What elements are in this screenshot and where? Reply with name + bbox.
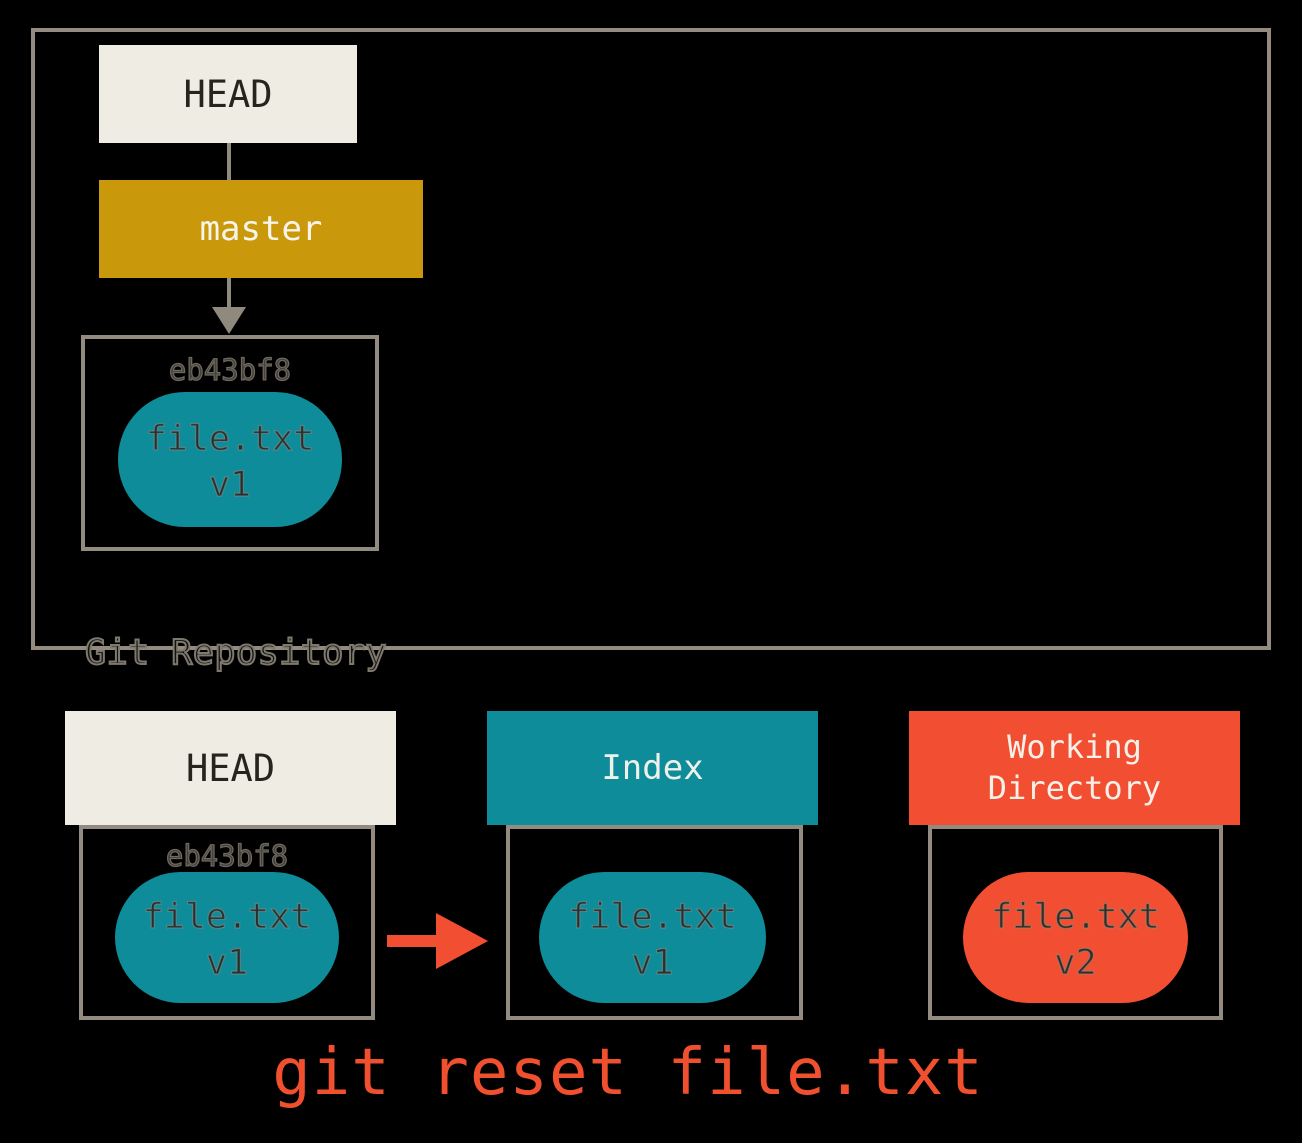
command-caption: git reset file.txt xyxy=(272,1036,984,1110)
head-area-header: HEAD xyxy=(65,711,396,825)
index-area-header: Index xyxy=(487,711,818,825)
commit-id: eb43bf8 xyxy=(168,352,292,387)
head-file-blob: file.txt v1 xyxy=(115,872,339,1003)
master-branch-box: master xyxy=(99,180,423,278)
head-to-master-connector xyxy=(227,143,231,180)
working-directory-file-blob-version: v2 xyxy=(1054,942,1097,983)
master-to-commit-connector xyxy=(227,278,231,308)
head-file-blob-name: file.txt xyxy=(142,896,312,937)
repo-file-blob-version: v1 xyxy=(208,464,252,505)
master-branch-label: master xyxy=(199,209,323,249)
repo-head-ref-label: HEAD xyxy=(183,72,273,116)
index-file-blob: file.txt v1 xyxy=(539,872,766,1003)
repo-file-blob-name: file.txt xyxy=(145,418,315,459)
head-area-box: eb43bf8 xyxy=(79,825,375,1020)
working-directory-file-blob: file.txt v2 xyxy=(963,872,1188,1003)
index-area-box xyxy=(506,825,803,1020)
index-file-blob-version: v1 xyxy=(631,942,674,983)
arrow-down-icon xyxy=(212,307,246,334)
index-file-blob-name: file.txt xyxy=(568,896,738,937)
arrow-right-icon xyxy=(436,913,488,969)
repo-file-blob: file.txt v1 xyxy=(118,392,342,527)
working-directory-box xyxy=(928,825,1223,1020)
working-directory-title-line1: Working xyxy=(1007,728,1142,766)
reset-arrow-shaft xyxy=(387,935,437,947)
working-directory-title-line2: Directory xyxy=(987,769,1162,807)
git-repository-box: Git Repository xyxy=(31,28,1271,674)
index-area-title: Index xyxy=(601,748,704,788)
working-directory-file-blob-name: file.txt xyxy=(991,896,1161,937)
head-file-blob-version: v1 xyxy=(205,942,249,983)
git-repository-label: Git Repository xyxy=(84,632,388,674)
working-directory-header: Working Directory xyxy=(909,711,1240,825)
commit-box: eb43bf8 xyxy=(81,335,379,551)
repo-head-ref-box: HEAD xyxy=(99,45,357,143)
head-area-title: HEAD xyxy=(185,746,276,790)
head-area-commit-id: eb43bf8 xyxy=(165,838,289,873)
